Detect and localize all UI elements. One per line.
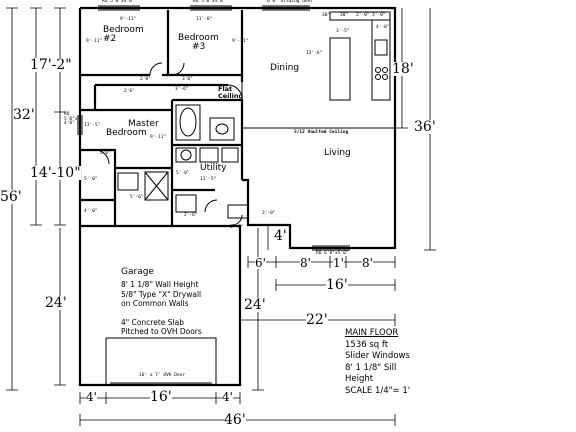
dim-left-14: 14'-10"	[30, 165, 81, 181]
dim-right-4: 4'	[274, 228, 287, 244]
legend-height: Height	[345, 374, 374, 384]
dim-mid-24: 24'	[244, 297, 266, 313]
dim-util-a: 5'-0"	[176, 171, 190, 176]
dim-bath-a: 5'-6"	[130, 195, 144, 200]
dim-b3-h: 11'-0"	[196, 17, 213, 22]
dim-right-36: 36'	[414, 119, 436, 135]
dim-bath-b: 4'-0"	[84, 209, 98, 214]
dim-gar-b: 2'-6"	[230, 225, 244, 230]
dim-b3-w: 9'-11"	[232, 39, 249, 44]
dim-wall-a: 2'-6"	[184, 213, 198, 218]
room-garage: Garage	[121, 267, 154, 277]
dim-door-28: 2'8"	[140, 77, 151, 82]
dim-left-garage: 24'	[45, 295, 67, 311]
legend-sill: 8' 1 1/8" Sill	[345, 362, 397, 373]
garage-note-wall-height: 8' 1 1/8" Wall Height	[121, 280, 199, 289]
master-window-label: RO 5'0"x 4'0"	[64, 112, 78, 127]
room-bedroom-2-line1: Bedroom	[103, 25, 144, 35]
master-window-line1: RO	[64, 112, 70, 117]
sliding-door-label: 6'0" Sliding door	[267, 0, 314, 4]
dim-master-w: 13'-5"	[84, 123, 101, 128]
dim-door-26: 2'6"	[124, 89, 135, 94]
garage-note-slab: 4" Concrete Slab	[121, 317, 184, 327]
dim-b2-h: 9'-11"	[120, 17, 137, 22]
dim-wall-b: 5'-0"	[84, 177, 98, 182]
legend-block: MAIN FLOOR 1536 sq ft Slider Windows 8' …	[345, 328, 410, 397]
legend-title: MAIN FLOOR	[345, 328, 399, 338]
dim-kit-a: 30"	[322, 13, 331, 18]
garage-note-drywall: 5/8" Type "X" Drywall	[121, 289, 202, 299]
legend-scale: SCALE 1/4"= 1'	[345, 385, 411, 396]
room-bedroom-2: Bedroom #2	[103, 26, 144, 44]
garage-note-common-walls: on Common Walls	[121, 299, 189, 308]
dim-bot-16: 16'	[326, 277, 348, 293]
room-master-bedroom: Master Bedroom	[106, 120, 159, 138]
dim-door-20: 2'0"	[100, 151, 111, 156]
dim-bot-22: 22'	[306, 312, 328, 328]
dim-gar-a: 3'-0"	[262, 211, 276, 216]
flat-ceiling-label: Flat Ceiling	[218, 86, 243, 99]
garage-door-label: 16' x 7' OVH Door	[139, 373, 186, 378]
room-bedroom-3-line1: Bedroom	[178, 33, 219, 43]
dim-master-h: 9'-11"	[150, 135, 167, 140]
dim-util-b: 11'-5"	[200, 177, 217, 182]
garage-notes: 8' 1 1/8" Wall Height 5/8" Type "X" Dryw…	[121, 280, 202, 337]
legend-area: 1536 sq ft	[345, 339, 389, 350]
door-swings	[94, 62, 243, 226]
dim-hall: 3'-6"	[175, 87, 189, 92]
dim-garage-4a: 4'	[86, 390, 97, 404]
interior-walls	[80, 10, 395, 225]
dim-right-18: 18'	[392, 61, 414, 77]
dim-garage-16: 16'	[150, 389, 172, 405]
living-window-label: RO 6'0"x5'0"	[316, 251, 349, 256]
dim-kit-b: 30"	[340, 13, 349, 18]
dim-left-32: 32'	[13, 107, 35, 123]
dim-b2-w: 9'-11"	[86, 39, 103, 44]
dim-total-46: 46'	[224, 412, 246, 428]
dim-bot-1: 1'	[333, 256, 344, 270]
dim-door-30: 3'0"	[182, 77, 193, 82]
dim-kit-f: 13'-6"	[306, 51, 323, 56]
legend-windows: Slider Windows	[345, 351, 410, 361]
dim-bot-8a: 8'	[300, 256, 311, 270]
dim-bot-8b: 8'	[362, 256, 373, 270]
room-living: Living	[324, 148, 351, 158]
room-bedroom-3: Bedroom #3	[178, 34, 219, 52]
room-master-line1: Master	[128, 119, 159, 129]
window-label-1: RO 5'0"x4'0"	[102, 0, 135, 4]
room-dining: Dining	[270, 63, 300, 73]
master-window-line2: 5'0"x	[64, 116, 78, 122]
garage-note-pitched: Pitched to OVH Doors	[121, 327, 202, 336]
vaulted-ceiling-label: 3/12 Vaulted Ceiling	[294, 130, 349, 135]
window-label-2: RO 5'0"x4'0"	[193, 0, 226, 4]
dim-kit-c: 2'-0"	[356, 13, 370, 18]
room-bedroom-3-line2: #3	[192, 42, 206, 52]
dim-left-56: 56'	[0, 189, 22, 205]
dim-garage-4b: 4'	[222, 390, 233, 404]
exterior-walls	[78, 6, 397, 387]
room-master-line2: Bedroom	[106, 128, 147, 138]
window-marks	[77, 5, 350, 384]
flat-ceiling-line1: Flat	[218, 85, 233, 93]
dim-kit-d: 3'-0"	[372, 13, 386, 18]
room-bedroom-2-line2: #2	[103, 34, 117, 44]
master-window-line3: 4'0"	[64, 121, 75, 126]
dim-kit-e: 4'-0"	[376, 25, 390, 30]
dim-kit-g: 3'-5"	[336, 29, 350, 34]
dim-bot-6: 6'	[255, 256, 266, 270]
room-utility: Utility	[200, 163, 227, 173]
flat-ceiling-line2: Ceiling	[218, 91, 244, 100]
dim-left-17: 17'-2"	[30, 57, 72, 73]
